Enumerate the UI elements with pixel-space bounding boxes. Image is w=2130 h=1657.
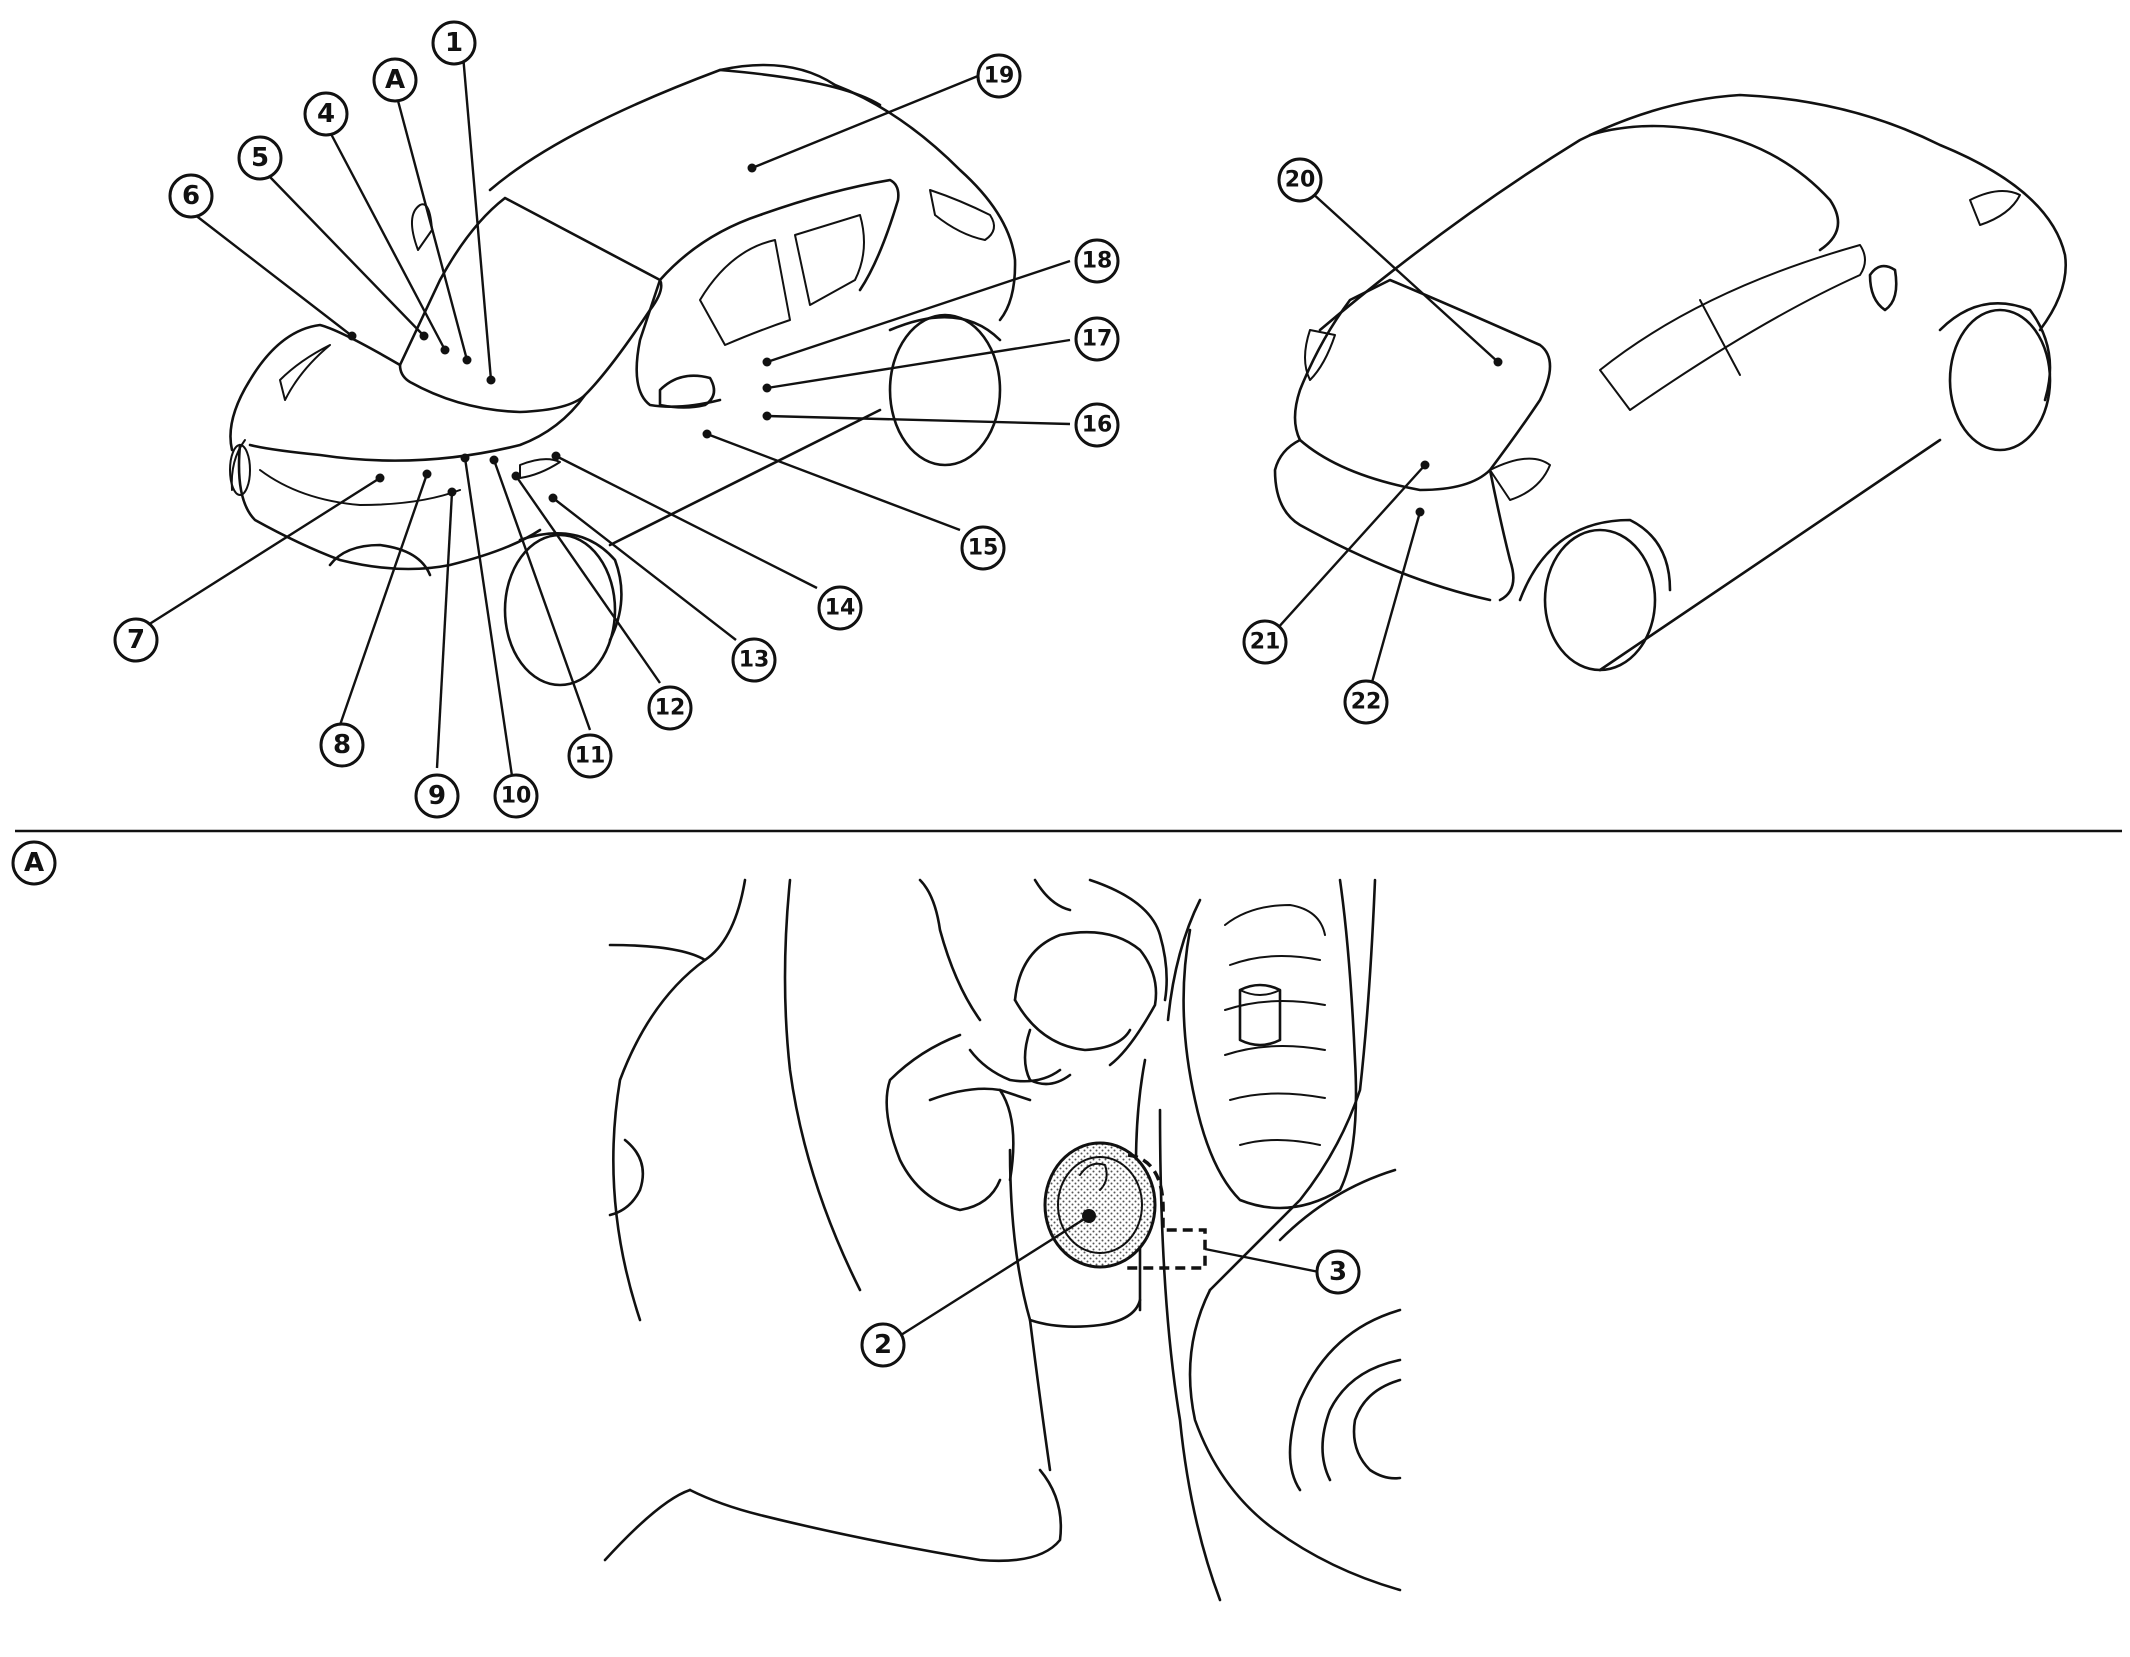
callout-3: 3 xyxy=(1315,1249,1361,1295)
callout-11: 11 xyxy=(567,733,613,779)
callout-21: 21 xyxy=(1242,619,1288,665)
callout-9: 9 xyxy=(414,773,460,819)
svg-text:18: 18 xyxy=(1082,249,1113,274)
rear-callouts: 20 21 22 xyxy=(1242,157,1389,725)
callout-A: A xyxy=(372,57,418,103)
callout-7: 7 xyxy=(113,617,159,663)
svg-text:16: 16 xyxy=(1082,413,1113,438)
ignition-switch xyxy=(1043,1141,1157,1269)
callout-2: 2 xyxy=(860,1322,906,1368)
callout-16: 16 xyxy=(1074,402,1120,448)
svg-text:A: A xyxy=(385,65,405,95)
svg-text:11: 11 xyxy=(575,744,606,769)
connector-dashed-outline xyxy=(1125,1153,1207,1270)
callout-8: 8 xyxy=(319,722,365,768)
detail-section-label: A xyxy=(11,840,57,886)
callout-22: 22 xyxy=(1343,679,1389,725)
callout-17: 17 xyxy=(1074,316,1120,362)
callout-12: 12 xyxy=(647,685,693,731)
svg-text:22: 22 xyxy=(1351,690,1382,715)
detail-view-drawing xyxy=(603,878,1402,1602)
svg-text:10: 10 xyxy=(501,784,532,809)
callout-13: 13 xyxy=(731,637,777,683)
callout-20: 20 xyxy=(1277,157,1323,203)
svg-text:2: 2 xyxy=(874,1330,892,1360)
callout-5: 5 xyxy=(237,135,283,181)
svg-text:13: 13 xyxy=(739,648,770,673)
svg-text:7: 7 xyxy=(127,625,145,655)
svg-text:4: 4 xyxy=(317,99,335,129)
svg-text:20: 20 xyxy=(1285,168,1316,193)
callout-18: 18 xyxy=(1074,238,1120,284)
svg-text:5: 5 xyxy=(251,143,269,173)
front-vehicle-drawing xyxy=(229,63,1017,687)
svg-text:3: 3 xyxy=(1329,1257,1347,1287)
detail-leaders xyxy=(900,1209,1320,1337)
svg-text:A: A xyxy=(24,848,44,878)
callout-6: 6 xyxy=(168,173,214,219)
detail-callouts: 2 3 xyxy=(860,1249,1361,1368)
svg-text:15: 15 xyxy=(968,536,999,561)
callout-14: 14 xyxy=(817,585,863,631)
svg-text:14: 14 xyxy=(825,596,856,621)
svg-text:8: 8 xyxy=(333,730,351,760)
callout-1: 1 xyxy=(431,20,477,66)
front-leaders xyxy=(139,54,1071,777)
svg-text:9: 9 xyxy=(428,781,446,811)
svg-text:6: 6 xyxy=(182,181,200,211)
svg-text:19: 19 xyxy=(984,64,1015,89)
svg-text:12: 12 xyxy=(655,696,686,721)
callout-4: 4 xyxy=(303,91,349,137)
rear-leaders xyxy=(1266,181,1503,701)
front-callouts: 1 A 4 5 6 7 8 9 10 11 12 13 14 15 16 17 … xyxy=(113,20,1120,819)
callout-10: 10 xyxy=(493,773,539,819)
callout-15: 15 xyxy=(960,525,1006,571)
callout-19: 19 xyxy=(976,53,1022,99)
svg-text:1: 1 xyxy=(445,28,463,58)
svg-text:21: 21 xyxy=(1250,630,1281,655)
svg-text:17: 17 xyxy=(1082,327,1113,352)
rear-vehicle-drawing xyxy=(1273,93,2067,672)
